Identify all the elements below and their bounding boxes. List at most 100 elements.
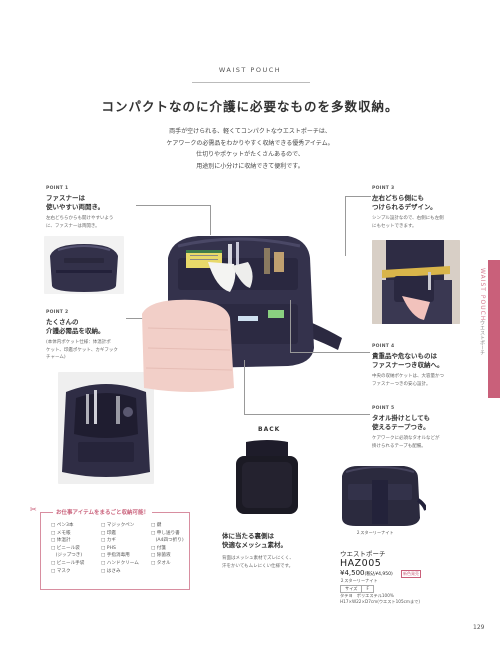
point-desc-line: 掛けられるテープも配備。 (372, 443, 426, 449)
page-number: 129 (473, 624, 485, 631)
checklist-item: □ マジックペン (101, 523, 135, 528)
leader-line (210, 205, 211, 235)
scissors-icon: ✂ (30, 505, 37, 514)
point-label: POINT 4 (372, 344, 395, 349)
price-value: ¥4,500 (340, 569, 365, 577)
product-code: HAZ005 (340, 558, 382, 569)
product-dimensions: H17×W22×D7cm(ウエスト105cmまで) (340, 599, 421, 604)
point-2: POINT 2 たくさんの 介護必需品を収納。 (本体内ポケット仕様：体温計ポ … (46, 310, 146, 362)
point-title: タオル掛けとしても 使えるテープつき。 (372, 414, 482, 432)
checklist-item: □ カギ (101, 538, 116, 544)
size-value: F (361, 584, 374, 593)
point-title: ファスナーは 使いやすい両開き。 (46, 194, 136, 212)
checklist-item: □ 除菌液 (151, 553, 171, 559)
checklist-item: □ ビニール袋 (51, 545, 80, 551)
zipper-photo (44, 236, 124, 294)
product-color-note: ２スターリーナイト (356, 530, 394, 535)
back-info: 体に当たる裏側は 快適なメッシュ素材。 背面はメッシュ素材でズレにくく、 汗をか… (222, 532, 332, 570)
point-desc: ケアワークに必須なタオルなどが 掛けられるテープも配備。 (372, 435, 482, 450)
product-price: ¥4,500(税込¥4,950) 新色発売 (340, 569, 480, 578)
checklist-item: □ ペン3本 (51, 523, 74, 528)
checklist-item: (ジップつき) (51, 553, 83, 559)
point-title-line: 貴重品や危ないものは (372, 352, 437, 360)
point-desc: (本体内ポケット仕様：体温計ポ ケット、印鑑ポケット、カギフック チャーム) (46, 339, 146, 362)
point-title: たくさんの 介護必需品を収納。 (46, 318, 146, 336)
back-title: 体に当たる裏側は 快適なメッシュ素材。 (222, 532, 332, 550)
point-desc-line: チャーム) (46, 355, 66, 360)
checklist-item: □ マスク (51, 568, 71, 574)
point-desc-line: ファスナーつきの安心設計。 (372, 381, 431, 387)
leader-line (244, 360, 245, 414)
intro-line: 仕切りやポケットがたくさんあるので、 (196, 151, 304, 158)
checklist-item: □ PHS (101, 545, 116, 551)
checklist-item: (A4四つ折り) (151, 538, 184, 544)
new-color-badge: 新色発売 (401, 570, 421, 578)
intro-line: 両手が空けられる、軽くてコンパクトなウエストポーチは、 (169, 128, 331, 135)
leader-line (136, 205, 210, 206)
back-desc-line: 汗をかいてもムレにくい仕様です。 (222, 563, 294, 569)
header-divider (192, 82, 310, 83)
product-info: ウエストポーチ HAZ005 ¥4,500(税込¥4,950) 新色発売 ２スタ… (339, 548, 480, 606)
back-desc-line: 背面はメッシュ素材でズレにくく、 (222, 556, 294, 561)
point-title-line: 左右どちら側にも (372, 194, 424, 202)
price-tax: (税込¥4,950) (364, 572, 393, 577)
leader-line (290, 352, 370, 353)
back-photo (228, 438, 306, 518)
worn-photo (372, 240, 460, 324)
checklist-item: □ タオル (151, 560, 171, 566)
point-desc: シンプル設計なので、右側にも左側 にもセットできます。 (372, 215, 472, 230)
checklist-title: お仕事アイテムをまるごと収納可能！ (53, 508, 152, 516)
point-title-line: ファスナーは (46, 194, 85, 202)
point-desc-line: 中央の収納ポケットは、大容量かつ (372, 374, 444, 379)
checklist-item (151, 569, 191, 576)
back-label: BACK (258, 426, 281, 433)
point-title-line: 介護必需品を収納。 (46, 327, 105, 335)
intro-line: 用途別に小分けに収納できて便利です。 (196, 162, 304, 170)
back-title-line: 快適なメッシュ素材。 (222, 541, 287, 549)
back-desc: 背面はメッシュ素材でズレにくく、 汗をかいてもムレにくい仕様です。 (222, 555, 332, 570)
point-label: POINT 3 (372, 186, 395, 191)
checklist-box: お仕事アイテムをまるごと収納可能！ □ ペン3本 □ マジックペン □ 鍵 □ … (40, 508, 191, 590)
point-desc-line: ケット、印鑑ポケット、カギフック (46, 347, 118, 353)
point-title-line: つけられるデザイン。 (372, 203, 437, 211)
point-4: POINT 4 貴重品や危ないものは ファスナーつき収納へ。 中央の収納ポケット… (372, 344, 482, 388)
interior-photo (58, 372, 154, 484)
product-color-row: ２スターリーナイト (340, 578, 378, 583)
page-headline: コンパクトなのに介護に必要なものを多数収納。 (101, 99, 399, 114)
point-desc-line: 左右どちらからも開けやすいよう (46, 216, 114, 221)
product-material: タテヨ ポリエステル100% (340, 592, 394, 598)
leader-line (345, 196, 371, 197)
section-side-tab (488, 260, 500, 398)
checklist-item: □ 体温計 (51, 538, 71, 544)
point-desc-line: ケアワークに必須なタオルなどが (372, 436, 440, 441)
checklist-item: □ 鍵 (151, 523, 162, 528)
point-desc-line: シンプル設計なので、右側にも左側 (372, 216, 444, 221)
point-5: POINT 5 タオル掛けとしても 使えるテープつき。 ケアワークに必須なタオル… (372, 406, 482, 450)
size-label: サイズ (339, 584, 363, 593)
size-table: サイズ F (339, 584, 374, 593)
side-tab-label: WAIST POUCH (479, 268, 486, 322)
point-title-line: たくさんの (46, 318, 79, 326)
point-label: POINT 1 (46, 186, 69, 191)
point-desc-line: (本体内ポケット仕様：体温計ポ (46, 340, 111, 345)
section-label: WAIST POUCH (218, 66, 282, 74)
leader-line (244, 414, 370, 415)
point-1: POINT 1 ファスナーは 使いやすい両開き。 左右どちらからも開けやすいよう… (46, 186, 136, 230)
checklist-item: □ はさみ (101, 568, 121, 574)
point-desc-line: にもセットできます。 (372, 223, 417, 229)
point-label: POINT 2 (46, 310, 69, 315)
point-desc: 中央の収納ポケットは、大容量かつ ファスナーつきの安心設計。 (372, 373, 482, 388)
checklist-item: □ 申し送り書 (151, 530, 180, 536)
point-title: 左右どちら側にも つけられるデザイン。 (372, 194, 472, 212)
checklist-item: □ メモ帳 (51, 530, 71, 536)
point-label: POINT 5 (372, 406, 395, 411)
checklist-item: □ ビニール手袋 (51, 560, 85, 566)
point-title-line: ファスナーつき収納へ。 (372, 361, 444, 369)
point-title: 貴重品や危ないものは ファスナーつき収納へ。 (372, 352, 482, 370)
product-photo (334, 460, 426, 530)
point-desc-line: に、ファスナーは両開き。 (46, 223, 100, 229)
checklist-item: □ 手指消毒用 (101, 553, 130, 559)
checklist-item: □ ハンドクリーム (101, 560, 139, 566)
intro-text: 両手が空けられる、軽くてコンパクトなウエストポーチは、 ケアワークの必需品をわか… (0, 126, 500, 172)
side-tab-sublabel: ウエストポーチ (479, 320, 485, 355)
